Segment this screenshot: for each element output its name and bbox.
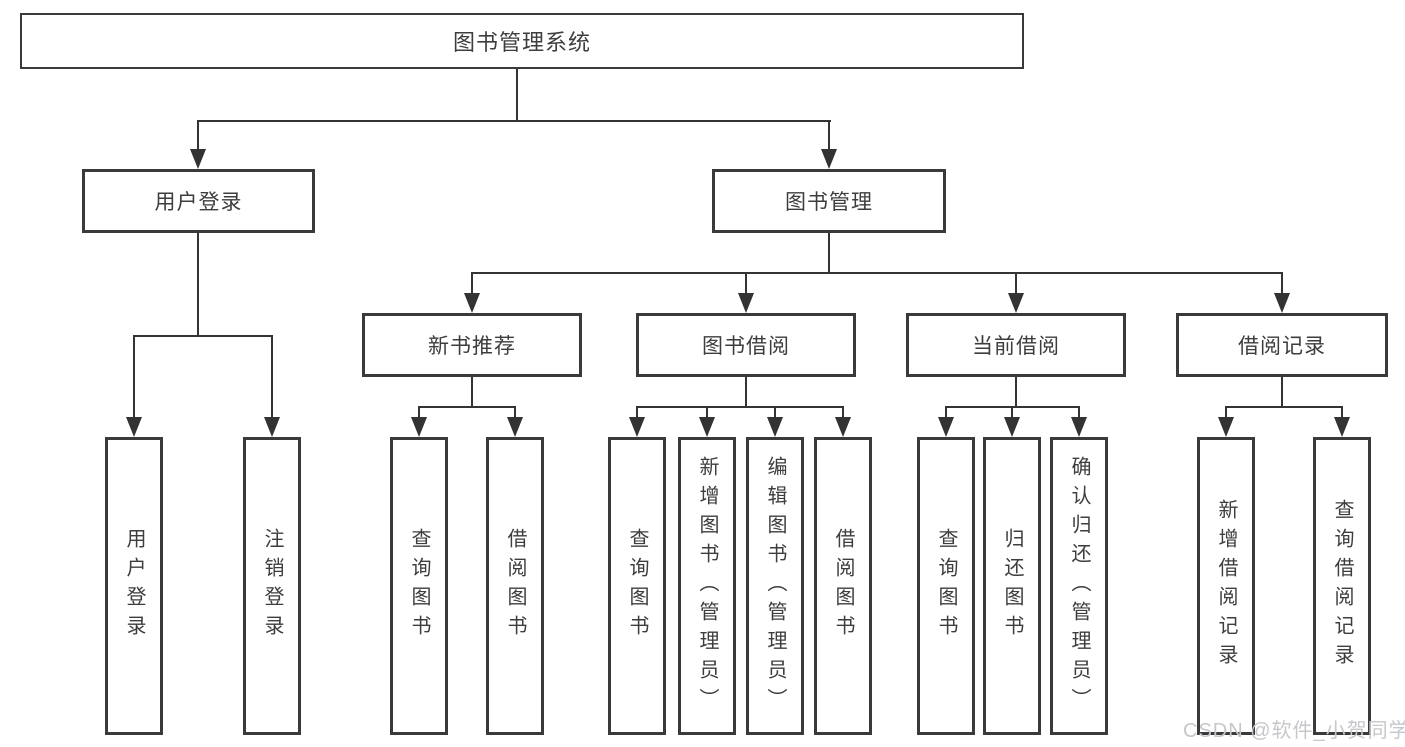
leaf-br-search-record: 查询借阅记录 — [1313, 437, 1371, 735]
connector-drop-borrowing-records — [1281, 272, 1283, 295]
connector-nbr-bar — [418, 406, 516, 408]
leaf-bb-search-books: 查询图书 — [608, 437, 666, 735]
arrowhead-book-borrowing — [738, 293, 754, 313]
csdn-watermark: CSDN @软件_小贺同学 — [1183, 720, 1405, 742]
arrowhead-user-login — [190, 149, 206, 169]
arrowhead-br-add — [1218, 417, 1234, 437]
connector-drop-bb-edit — [774, 406, 776, 419]
node-library-management-system: 图书管理系统 — [20, 13, 1024, 69]
connector-drop-book-borrowing — [745, 272, 747, 295]
arrowhead-new-book-recommendation — [464, 293, 480, 313]
arrowhead-book-management — [821, 149, 837, 169]
node-book-borrowing: 图书借阅 — [636, 313, 856, 377]
connector-user-login-bar — [133, 335, 273, 337]
arrowhead-nbr-search — [411, 417, 427, 437]
node-current-borrowing: 当前借阅 — [906, 313, 1126, 377]
connector-bb-bar — [636, 406, 844, 408]
connector-book-management-bar — [471, 272, 1283, 274]
arrowhead-cb-confirm — [1071, 417, 1087, 437]
connector-user-login-stem — [197, 233, 199, 337]
connector-book-management-stem — [828, 233, 830, 274]
arrowhead-current-borrowing — [1008, 293, 1024, 313]
leaf-br-add-record: 新增借阅记录 — [1197, 437, 1255, 735]
leaf-user-login: 用户登录 — [105, 437, 163, 735]
node-user-login: 用户登录 — [82, 169, 315, 233]
connector-drop-book-management — [828, 120, 830, 151]
connector-drop-nbr-search — [418, 406, 420, 419]
arrowhead-bb-add — [699, 417, 715, 437]
connector-br-stem — [1281, 377, 1283, 408]
connector-cb-stem — [1015, 377, 1017, 408]
arrowhead-bb-edit — [767, 417, 783, 437]
leaf-cb-confirm-return-admin: 确认归还（管理员） — [1050, 437, 1108, 735]
leaf-bb-add-books-admin: 新增图书（管理员） — [678, 437, 736, 735]
arrowhead-borrowing-records — [1274, 293, 1290, 313]
connector-drop-leaf-user-login — [133, 335, 135, 419]
arrowhead-leaf-user-login — [126, 417, 142, 437]
connector-drop-bb-borrow — [842, 406, 844, 419]
connector-drop-user-login — [197, 120, 199, 151]
connector-root-bar — [197, 120, 831, 122]
arrowhead-cb-search — [938, 417, 954, 437]
node-new-book-recommendation: 新书推荐 — [362, 313, 582, 377]
arrowhead-bb-search — [629, 417, 645, 437]
leaf-nbr-borrow-books: 借阅图书 — [486, 437, 544, 735]
connector-drop-bb-search — [636, 406, 638, 419]
arrowhead-br-search — [1334, 417, 1350, 437]
connector-root-stem — [516, 69, 518, 121]
connector-drop-cb-search — [945, 406, 947, 419]
arrowhead-nbr-borrow — [507, 417, 523, 437]
node-borrowing-records: 借阅记录 — [1176, 313, 1388, 377]
connector-br-bar — [1225, 406, 1343, 408]
connector-drop-cb-confirm — [1078, 406, 1080, 419]
connector-drop-leaf-logout — [271, 335, 273, 419]
connector-drop-bb-add — [706, 406, 708, 419]
connector-drop-nbr-borrow — [514, 406, 516, 419]
connector-bb-stem — [745, 377, 747, 408]
arrowhead-cb-return — [1004, 417, 1020, 437]
leaf-bb-edit-books-admin: 编辑图书（管理员） — [746, 437, 804, 735]
connector-nbr-stem — [471, 377, 473, 408]
connector-drop-br-add — [1225, 406, 1227, 419]
leaf-nbr-search-books: 查询图书 — [390, 437, 448, 735]
connector-drop-new-book-recommendation — [471, 272, 473, 295]
leaf-cb-return-books: 归还图书 — [983, 437, 1041, 735]
leaf-cb-search-books: 查询图书 — [917, 437, 975, 735]
connector-drop-br-search — [1341, 406, 1343, 419]
connector-drop-cb-return — [1011, 406, 1013, 419]
node-book-management: 图书管理 — [712, 169, 946, 233]
arrowhead-leaf-logout — [264, 417, 280, 437]
arrowhead-bb-borrow — [835, 417, 851, 437]
leaf-logout: 注销登录 — [243, 437, 301, 735]
connector-drop-current-borrowing — [1015, 272, 1017, 295]
leaf-bb-borrow-books: 借阅图书 — [814, 437, 872, 735]
